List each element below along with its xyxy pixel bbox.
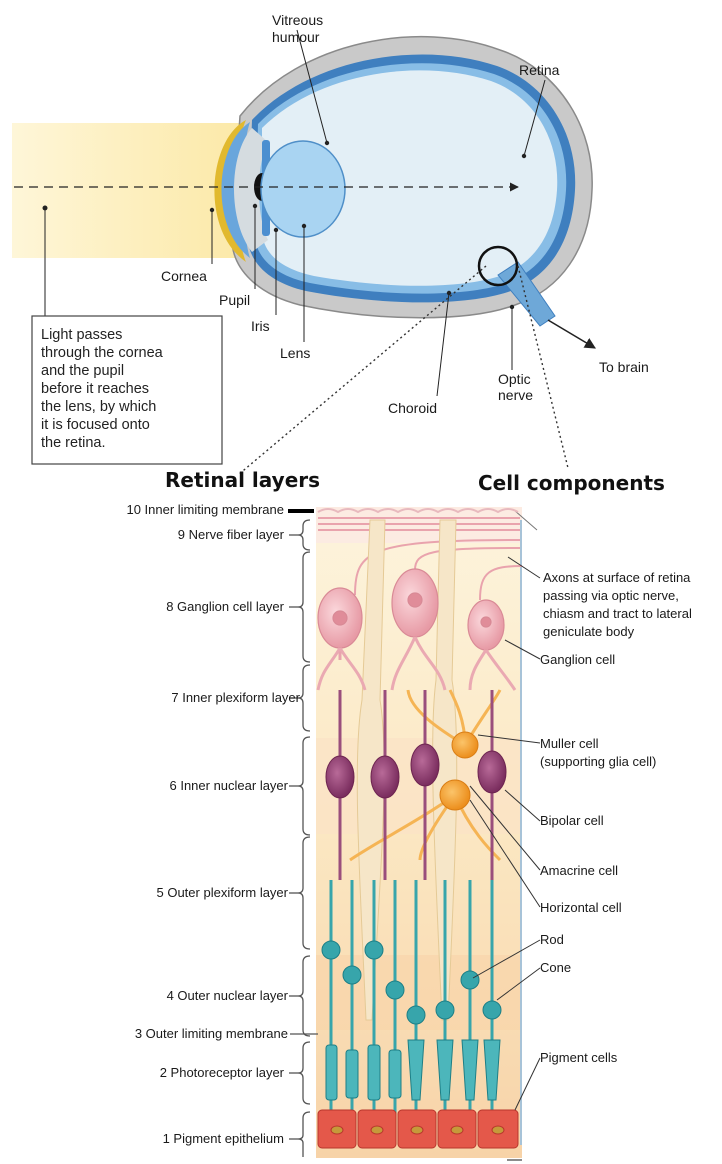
note-line-3: and the pupil: [41, 363, 124, 379]
cell-labels: Axons at surface of retina passing via o…: [540, 570, 692, 1065]
retina-section: [316, 507, 537, 1160]
layer-label-6: 6 Inner nuclear layer: [169, 778, 288, 793]
note-line-7: the retina.: [41, 435, 106, 451]
cell-label-axons-3: chiasm and tract to lateral: [543, 606, 692, 621]
cell-label-axons-2: passing via optic nerve,: [543, 588, 679, 603]
label-pupil: Pupil: [219, 292, 250, 308]
label-choroid: Choroid: [388, 400, 437, 416]
eye-illustration: Vitreous humour Retina Cornea Pupil Iris…: [12, 12, 649, 475]
label-cornea: Cornea: [161, 268, 207, 284]
layer-label-8: 8 Ganglion cell layer: [166, 599, 284, 614]
label-optic-line1: Optic: [498, 371, 531, 387]
cell-label-amacrine: Amacrine cell: [540, 863, 618, 878]
label-vitreous-line1: Vitreous: [272, 12, 323, 28]
label-to-brain: To brain: [599, 359, 649, 375]
lens: [261, 141, 345, 237]
cell-label-pigment: Pigment cells: [540, 1050, 618, 1065]
layer-label-4: 4 Outer nuclear layer: [167, 988, 289, 1003]
zoom-line-right: [518, 266, 568, 468]
cell-label-rod: Rod: [540, 932, 564, 947]
layer-labels: 10 Inner limiting membrane 9 Nerve fiber…: [126, 502, 300, 1146]
cell-label-cone: Cone: [540, 960, 571, 975]
amacrine-cell-body: [452, 732, 478, 758]
label-iris: Iris: [251, 318, 270, 334]
heading-cell-components: Cell components: [478, 471, 665, 495]
pigment-epithelium: [318, 1110, 518, 1148]
horizontal-cell-body: [440, 780, 470, 810]
layer-label-9: 9 Nerve fiber layer: [178, 527, 285, 542]
cell-label-muller-2: (supporting glia cell): [540, 754, 656, 769]
layer-label-3: 3 Outer limiting membrane: [135, 1026, 288, 1041]
layer-label-2: 2 Photoreceptor layer: [160, 1065, 285, 1080]
cell-label-axons-4: geniculate body: [543, 624, 635, 639]
to-brain-arrow: [548, 320, 595, 348]
note-line-5: the lens, by which: [41, 399, 156, 415]
cell-label-ganglion: Ganglion cell: [540, 652, 615, 667]
note-line-4: before it reaches: [41, 381, 149, 397]
layer-label-5: 5 Outer plexiform layer: [157, 885, 289, 900]
cell-label-muller-1: Muller cell: [540, 736, 599, 751]
label-optic-line2: nerve: [498, 387, 533, 403]
heading-retinal-layers: Retinal layers: [165, 468, 320, 492]
layer-label-10: 10 Inner limiting membrane: [126, 502, 284, 517]
label-lens: Lens: [280, 345, 310, 361]
label-retina: Retina: [519, 62, 560, 78]
note-line-6: it is focused onto: [41, 417, 150, 433]
cell-label-axons-1: Axons at surface of retina: [543, 570, 691, 585]
cell-label-bipolar: Bipolar cell: [540, 813, 604, 828]
note-line-1: Light passes: [41, 327, 122, 343]
layer-label-7: 7 Inner plexiform layer: [171, 690, 300, 705]
layer-brackets: [288, 511, 318, 1157]
cell-label-horizontal: Horizontal cell: [540, 900, 622, 915]
layer-label-1: 1 Pigment epithelium: [163, 1131, 284, 1146]
light-beam: [12, 123, 242, 258]
note-line-2: through the cornea: [41, 345, 164, 361]
label-vitreous-line2: humour: [272, 29, 320, 45]
